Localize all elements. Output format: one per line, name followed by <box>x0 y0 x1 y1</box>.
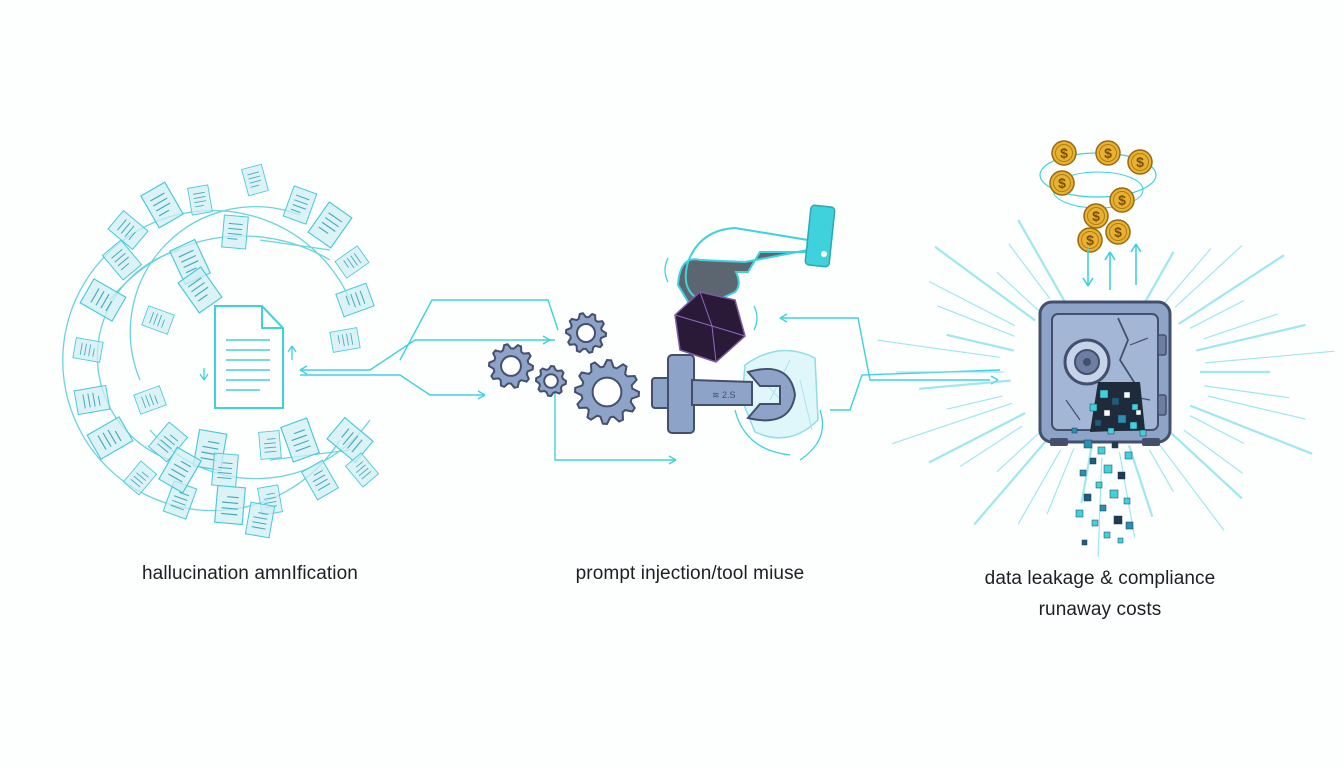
dollar-coin-icon <box>1095 140 1121 166</box>
gear-icon <box>573 358 641 426</box>
document-page-icon <box>79 278 127 322</box>
safe-icon <box>1038 300 1172 446</box>
document-page-icon <box>335 282 375 318</box>
coin-swirl-group <box>1039 140 1157 290</box>
document-page-icon <box>187 184 213 216</box>
document-page-icon <box>244 501 276 539</box>
document-page-icon <box>301 459 339 501</box>
svg-text:≋ 2.S: ≋ 2.S <box>712 390 736 400</box>
gear-icon <box>487 343 535 389</box>
data-pixel-icon <box>1071 389 1147 546</box>
document-page-icon <box>329 327 361 353</box>
document-page-icon <box>123 460 157 496</box>
dollar-coin-icon <box>1051 140 1077 166</box>
document-page-icon <box>211 452 239 488</box>
label-data-leakage: data leakage & compliance runaway costs <box>900 563 1300 625</box>
wrench-icon: ≋ 2.S <box>651 354 797 434</box>
document-page-icon <box>334 245 370 279</box>
document-page-icon <box>221 214 249 250</box>
document-page-icon <box>241 163 269 197</box>
gear-icon <box>564 312 608 354</box>
document-page-icon <box>141 305 175 335</box>
document-icon <box>199 305 297 409</box>
connector-lines <box>299 299 677 465</box>
document-page-icon <box>73 384 111 416</box>
document-page-icon <box>133 385 167 415</box>
gear-icon <box>487 312 641 426</box>
dollar-coin-icon <box>1127 149 1153 175</box>
label-runaway-costs: runaway costs <box>1038 599 1162 620</box>
label-prompt-injection: prompt injection/tool miuse <box>575 563 805 584</box>
label-hallucination: hallucination amnIfication <box>142 563 358 584</box>
data-leakage-group <box>877 140 1335 557</box>
document-page-icon <box>258 430 282 460</box>
dollar-coin-icon <box>1105 219 1131 245</box>
burst-rays <box>877 219 1335 557</box>
document-page-icon <box>140 181 184 229</box>
document-page-icon <box>307 201 353 249</box>
tool-misuse-group: ≋ 2.S <box>487 204 836 461</box>
document-page-icon <box>214 484 246 526</box>
document-page-icon <box>282 185 318 225</box>
dollar-coin-icon <box>1083 203 1109 229</box>
document-page-icon <box>280 417 320 463</box>
document-swirl-group <box>62 163 379 539</box>
cube-icon <box>674 291 746 363</box>
document-page-icon <box>107 210 149 250</box>
gear-icon <box>534 364 568 398</box>
dollar-coin-icon <box>1077 227 1103 253</box>
dollar-coin-icon <box>1049 170 1075 196</box>
document-page-icon <box>72 337 104 363</box>
dollar-coin-icon <box>1109 187 1135 213</box>
label-data-leakage-line1: data leakage & compliance <box>984 568 1216 589</box>
